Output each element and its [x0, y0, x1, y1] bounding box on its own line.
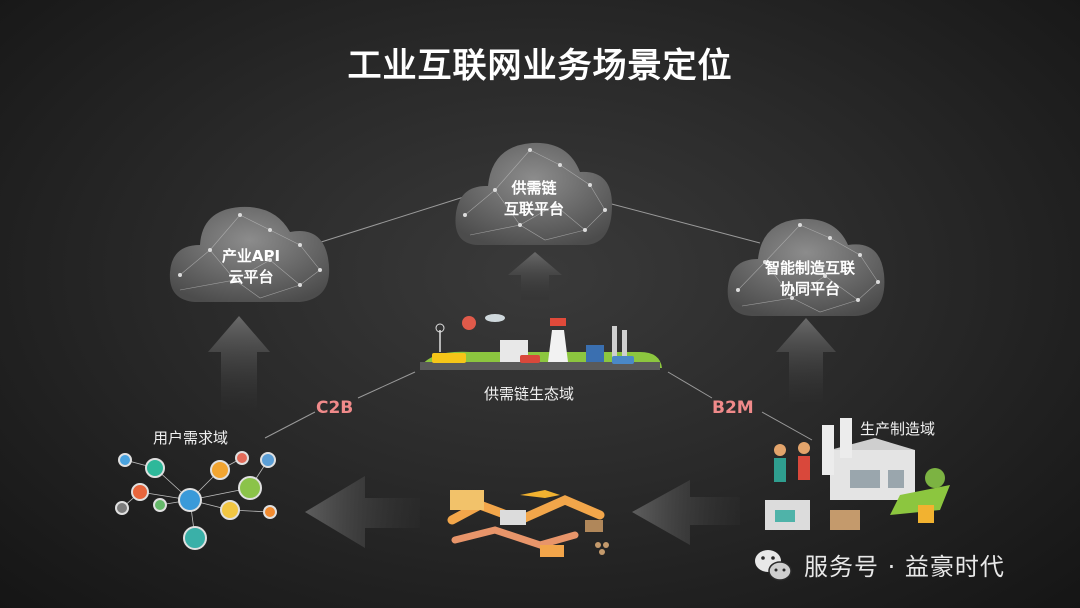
page-title: 工业互联网业务场景定位	[347, 46, 733, 86]
cloud-industry-api	[169, 206, 330, 302]
factory-illustration	[765, 418, 950, 530]
domain-label-user-demand: 用户需求域	[153, 429, 229, 447]
arrow-left-bottom-1	[305, 476, 420, 548]
logistics-illustration	[447, 490, 609, 557]
domain-label-supply-chain: 供需链生态域	[484, 385, 575, 403]
user-network-illustration	[115, 451, 277, 550]
watermark-text: 服务号 · 益豪时代	[804, 552, 1005, 581]
cloud-connectors	[317, 194, 761, 244]
cloud-label-line1: 智能制造互联	[764, 259, 855, 277]
domain-label-production: 生产制造域	[860, 420, 936, 438]
cloud-supply-chain	[455, 142, 612, 245]
cloud-label-smart-manufacturing: 智能制造互联 协同平台	[750, 258, 870, 300]
wechat-icon	[755, 550, 792, 581]
cloud-label-line1: 产业API	[221, 247, 281, 265]
tag-c2b: C2B	[316, 398, 354, 418]
cloud-label-line2: 互联平台	[503, 200, 564, 218]
arrow-left-bottom-2	[632, 480, 740, 545]
tag-connectors	[264, 371, 813, 441]
cloud-label-line2: 云平台	[228, 268, 274, 286]
arrow-up-center	[508, 252, 562, 300]
arrow-up-right	[776, 318, 836, 402]
ecosystem-illustration	[420, 314, 662, 370]
arrow-up-left	[208, 316, 270, 410]
cloud-label-industry-api: 产业API 云平台	[205, 246, 297, 288]
cloud-label-line1: 供需链	[511, 179, 557, 197]
watermark: 服务号 · 益豪时代	[796, 546, 1005, 582]
cloud-label-supply-chain: 供需链 互联平台	[488, 178, 580, 220]
cloud-smart-manufacturing	[727, 218, 885, 316]
cloud-label-line2: 协同平台	[779, 280, 840, 298]
tag-b2m: B2M	[712, 398, 754, 418]
